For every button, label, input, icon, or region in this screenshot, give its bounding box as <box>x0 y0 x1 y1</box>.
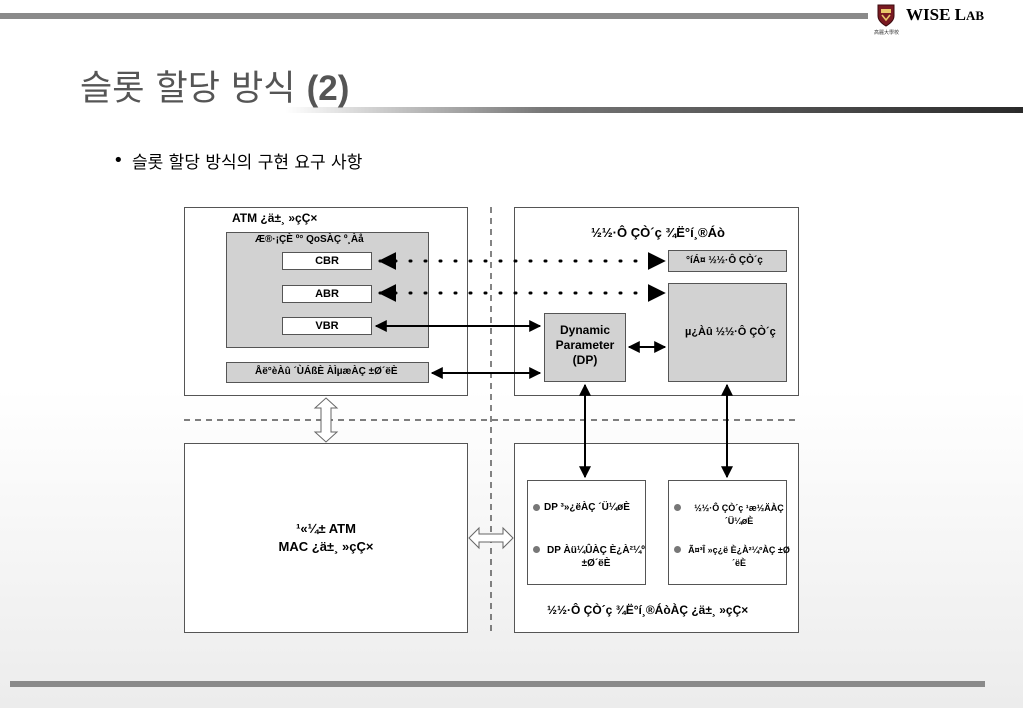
dp-label: Dynamic Parameter (DP) <box>555 323 615 367</box>
dp-item-1: DP ³»¿ëÀÇ ´Ü¼øÈ­ <box>544 502 630 513</box>
page-title: 슬롯 할당 방식 (2) <box>80 69 350 109</box>
title-underline <box>285 107 1023 113</box>
lab-logo-text: WISE LAB <box>906 5 985 24</box>
wireless-atm-mac-box <box>184 443 468 633</box>
top-divider-bar <box>0 13 868 19</box>
cbr-class-box <box>282 252 372 270</box>
wireless-atm-title: ¹«¼± ATM <box>296 521 356 536</box>
abr-class-box <box>282 285 372 303</box>
vbr-class-box <box>282 317 372 335</box>
mac-requirements-title: MAC ¿ä±¸ »çÇ× <box>278 539 374 554</box>
horizontal-hollow-double-arrow <box>468 526 514 550</box>
university-shield-icon <box>877 4 895 27</box>
bottom-divider-bar <box>10 681 985 687</box>
qos-title: Æ®·¡ÇÈ º° QoSÀÇ º¸Àå <box>255 234 364 245</box>
cbr-label: CBR <box>315 255 339 267</box>
atm-requirements-title: ATM ¿ä±¸ »çÇ× <box>232 211 318 225</box>
statistical-multiplexing-box <box>226 362 429 383</box>
slot-item-2: Ã¤³Î »ç¿ë È¿À²¼ºÀÇ ±Ø´ëÈ­ <box>688 545 790 568</box>
slot-method-requirements-box <box>668 480 787 585</box>
vertical-hollow-double-arrow <box>313 397 339 443</box>
bullet-icon <box>674 546 681 553</box>
slot-item-1: ½½·Ô ÇÒ´ç ¹æ½ÄÀÇ ´Ü¼øÈ­ <box>694 503 784 526</box>
algorithm-requirements-caption: ½½·Ô ÇÒ´ç ¾Ë°í¸®ÁòÀÇ ¿ä±¸ »çÇ× <box>547 603 749 617</box>
bullet-icon <box>533 504 540 511</box>
bullet-icon: • <box>113 150 124 171</box>
bullet-icon <box>674 504 681 511</box>
vbr-label: VBR <box>315 320 339 332</box>
abr-label: ABR <box>315 288 339 300</box>
dp-item-2: DP Àü¼ÛÀÇ È¿À²¼º ±Ø´ëÈ­ <box>547 545 645 569</box>
fixed-slot-label: °íÁ¤ ½½·Ô ÇÒ´ç <box>686 255 763 266</box>
dynamic-slot-label: µ¿Àû ½½·Ô ÇÒ´ç <box>685 326 776 338</box>
university-name: 高麗大學校 <box>874 30 900 36</box>
dynamic-slot-box <box>668 283 787 382</box>
statistical-multiplexing-label: Åë°èÀû ´ÙÁßÈ­ ÀÌµæÀÇ ±Ø´ëÈ­ <box>255 366 398 377</box>
slot-algorithm-title: ½½·Ô ÇÒ´ç ¾Ë°í¸®Áò <box>591 225 725 240</box>
bullet-icon <box>533 546 540 553</box>
dp-box <box>544 313 626 382</box>
dp-requirements-box <box>527 480 646 585</box>
fixed-slot-box <box>668 250 787 272</box>
bullet-text: 슬롯 할당 방식의 구현 요구 사항 <box>132 153 363 173</box>
